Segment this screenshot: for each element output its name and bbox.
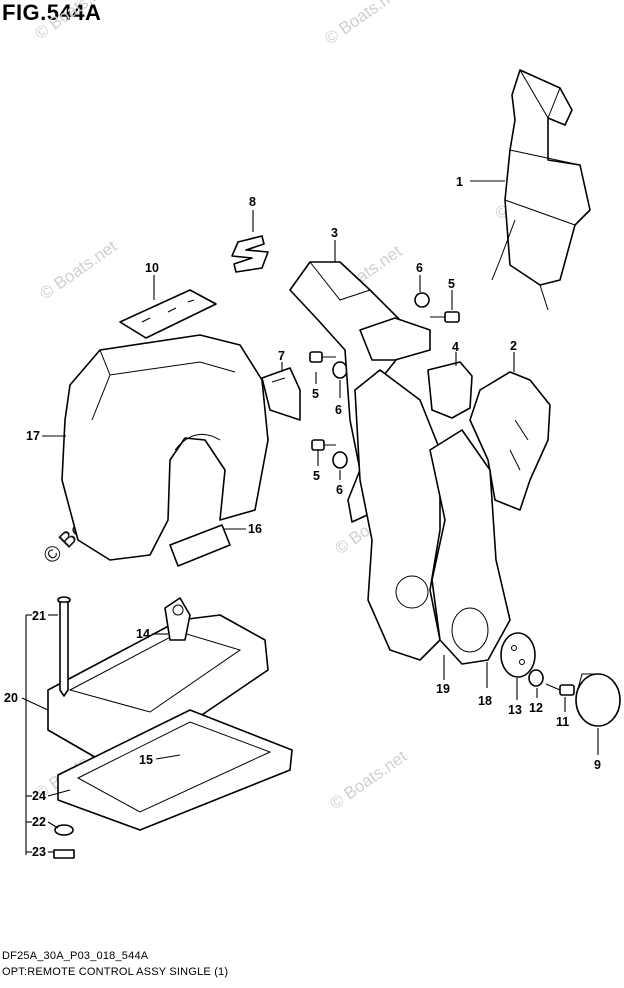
part-5-screw bbox=[309, 351, 336, 363]
callout-13: 13 bbox=[508, 703, 522, 717]
part-5-screw bbox=[311, 439, 336, 451]
watermark: © Boats.net bbox=[31, 0, 115, 43]
part-8-emblem bbox=[231, 235, 269, 273]
callout-21: 21 bbox=[32, 609, 46, 623]
part-6-washer bbox=[332, 451, 348, 469]
callout-5: 5 bbox=[312, 387, 319, 401]
part-24-gasket bbox=[57, 709, 293, 831]
callout-12: 12 bbox=[529, 701, 543, 715]
callout-8: 8 bbox=[249, 195, 256, 209]
figure-code: DF25A_30A_P03_018_544A bbox=[2, 950, 149, 962]
callout-2: 2 bbox=[510, 339, 517, 353]
callout-23: 23 bbox=[32, 845, 46, 859]
part-12-washer bbox=[528, 669, 544, 687]
callout-9: 9 bbox=[594, 758, 601, 772]
watermark: © Boats.net bbox=[36, 236, 120, 303]
part-6-washer bbox=[332, 361, 348, 379]
part-9-cap bbox=[575, 673, 621, 727]
callout-6b: 6 bbox=[336, 483, 343, 497]
callout-11: 11 bbox=[556, 715, 569, 729]
callout-18: 18 bbox=[478, 694, 492, 708]
callout-1: 1 bbox=[456, 175, 463, 189]
part-6-washer bbox=[414, 292, 430, 308]
part-2-lever-arm bbox=[469, 371, 551, 511]
part-1-control-handle bbox=[491, 69, 591, 311]
callouts: 1 2 3 4 5 6 7 8 9 10 11 12 13 14 15 16 1 bbox=[4, 175, 601, 859]
callout-24: 24 bbox=[32, 789, 46, 803]
part-22-washer bbox=[54, 824, 74, 836]
callout-16: 16 bbox=[248, 522, 262, 536]
part-21-bolt bbox=[57, 596, 71, 697]
watermark: © Boats.net bbox=[326, 746, 410, 813]
part-18-ring bbox=[429, 429, 511, 665]
callout-20: 20 bbox=[4, 691, 18, 705]
part-10-label-plate bbox=[119, 289, 217, 339]
part-17-cover bbox=[61, 334, 269, 567]
callout-19: 19 bbox=[436, 682, 450, 696]
callout-17: 17 bbox=[26, 429, 40, 443]
part-13-disc-plate bbox=[500, 632, 536, 678]
part-4-switch-connector bbox=[427, 361, 473, 419]
callout-5b: 5 bbox=[313, 469, 320, 483]
part-11-screw bbox=[545, 683, 575, 696]
callout-5c: 5 bbox=[448, 277, 455, 291]
figure-caption: OPT:REMOTE CONTROL ASSY SINGLE (1) bbox=[2, 966, 229, 978]
watermark: © Boats.net bbox=[321, 0, 405, 48]
figure-title: FIG.544A bbox=[2, 0, 102, 25]
part-23-nut bbox=[53, 849, 75, 859]
part-5-screw bbox=[430, 311, 460, 323]
callout-7: 7 bbox=[278, 349, 285, 363]
callout-6c: 6 bbox=[416, 261, 423, 275]
callout-22: 22 bbox=[32, 815, 46, 829]
callout-14: 14 bbox=[136, 627, 150, 641]
part-14-mount-base bbox=[47, 597, 269, 761]
part-19-arm bbox=[354, 369, 441, 661]
callout-15: 15 bbox=[139, 753, 153, 767]
callout-4: 4 bbox=[452, 340, 459, 354]
callout-3: 3 bbox=[331, 226, 338, 240]
callout-10: 10 bbox=[145, 261, 159, 275]
part-7-clip-plate bbox=[261, 367, 301, 421]
callout-6: 6 bbox=[335, 403, 342, 417]
